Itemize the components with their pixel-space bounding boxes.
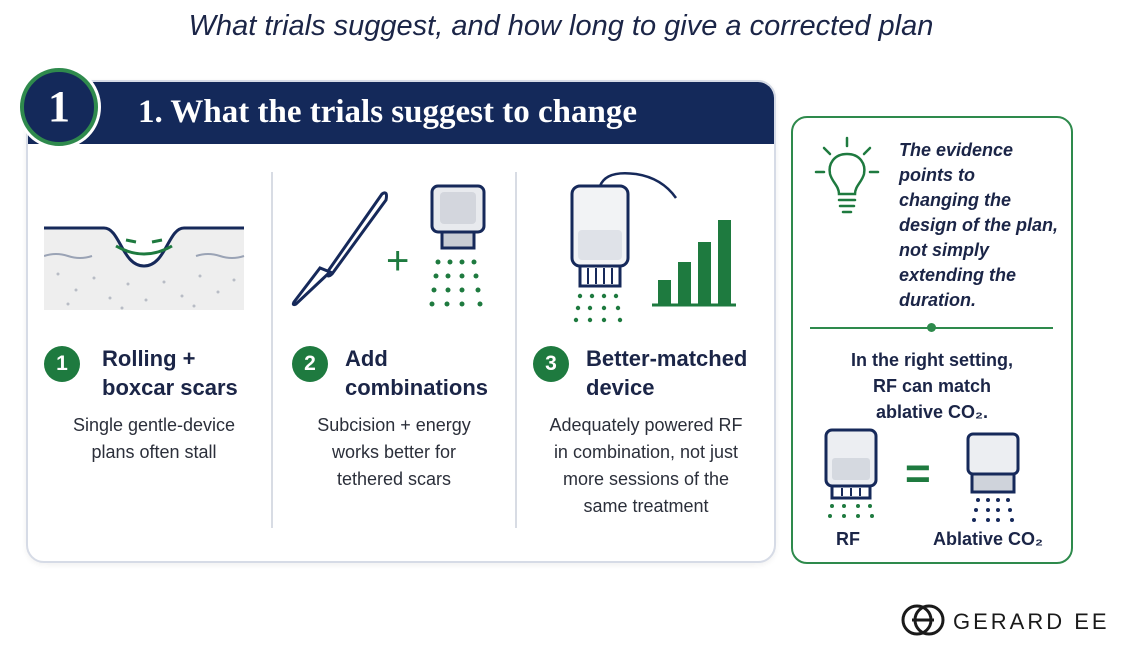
trials-card: 1. What the trials suggest to change (26, 80, 776, 563)
section-header (28, 82, 774, 144)
equals-sign: = (905, 449, 931, 498)
scalpel-plus-device-icon: + (291, 184, 486, 307)
rf-match-statement: In the right setting, RF can match ablat… (851, 350, 1013, 422)
step-2-description: Subcision + energy works better for teth… (317, 415, 471, 489)
step-3-badge: 3 (533, 346, 569, 382)
section-title: 1. What the trials suggest to change (138, 94, 637, 130)
step-3-title: Better-matched device (586, 346, 748, 400)
rf-label: RF (836, 529, 860, 549)
device-bar-chart-icon (570, 172, 736, 323)
step-3-description: Adequately powered RF in combination, no… (549, 415, 743, 516)
plus-sign: + (386, 239, 409, 283)
step-2-badge: 2 (292, 346, 328, 382)
step-1-title: Rolling + boxcar scars (102, 346, 238, 400)
evidence-statement: The evidence points to changing the desi… (899, 140, 1059, 310)
step-1-description: Single gentle-device plans often stall (72, 415, 236, 462)
section-number-badge: 1 (20, 68, 98, 146)
brand-name: GERARD EE (953, 609, 1110, 634)
skin-scar-cross-section-icon (44, 226, 245, 310)
lightbulb-icon (814, 136, 880, 214)
side-divider-dot (927, 323, 936, 332)
rf-device-icon (824, 428, 878, 518)
column-divider (515, 172, 517, 528)
subtitle: What trials suggest, and how long to giv… (188, 10, 934, 42)
column-divider (271, 172, 273, 528)
ablative-co2-label: Ablative CO₂ (933, 529, 1044, 549)
brand-logo-icon (901, 604, 945, 636)
step-2-title: Add combinations (345, 346, 489, 400)
step-1-badge: 1 (44, 346, 80, 382)
co2-laser-device-icon (966, 432, 1020, 522)
